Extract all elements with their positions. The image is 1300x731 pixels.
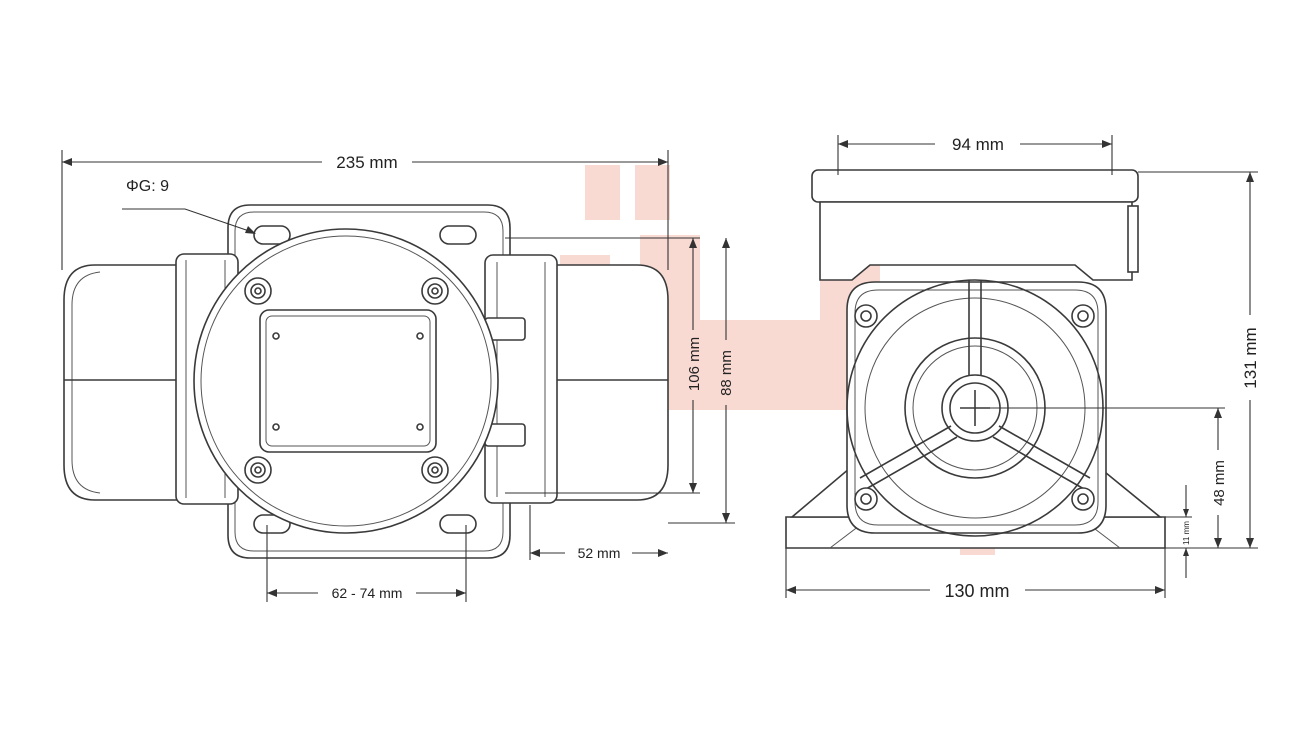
top-width-label: 94 mm [952, 135, 1004, 154]
terminal-box [259, 309, 437, 453]
flange-slot-top-left [253, 225, 291, 245]
shaft-height-label: 48 mm [1211, 460, 1228, 506]
bolt-top-left [244, 277, 272, 305]
left-end-cap [63, 264, 179, 501]
hole-spacing-label: 62 - 74 mm [332, 585, 403, 601]
top-terminal-box [811, 169, 1139, 203]
flange-height-label: 106 mm [686, 337, 703, 391]
flange-slot-bottom-right [439, 514, 477, 534]
dim-shaft-height: 48 mm [975, 407, 1228, 548]
bolt-bottom-right [421, 456, 449, 484]
flange-slot-bottom-left [253, 514, 291, 534]
side-view: 235 mm ΦG: 9 106 mm 88 mm [61, 150, 735, 602]
hole-diameter-label: ΦG: 9 [126, 178, 169, 195]
dim-end-length: 52 mm [529, 505, 668, 561]
foot-thickness-label: 11 mm [1182, 521, 1191, 545]
front-bolt-top-right [1071, 304, 1095, 328]
flange-slot-top-right [439, 225, 477, 245]
front-view: 94 mm 131 mm 48 mm 11 mm [785, 135, 1260, 601]
dim-body-height: 88 mm [668, 238, 735, 524]
dim-hole-spacing: 62 - 74 mm [266, 525, 467, 602]
dim-hole-diameter: ΦG: 9 [122, 178, 256, 234]
dim-foot-thickness: 11 mm [1165, 485, 1192, 578]
bolt-bottom-left [244, 456, 272, 484]
bolt-top-right [421, 277, 449, 305]
dim-flange-height: 106 mm [505, 237, 703, 494]
front-bolt-bottom-left [854, 487, 878, 511]
base-width-label: 130 mm [944, 581, 1009, 601]
front-bolt-bottom-right [1071, 487, 1095, 511]
right-end-cap [554, 264, 669, 501]
dim-overall-length: 235 mm [61, 150, 669, 270]
front-bolt-top-left [854, 304, 878, 328]
dim-base-width: 130 mm [785, 548, 1166, 601]
end-length-label: 52 mm [578, 545, 621, 561]
overall-length-label: 235 mm [336, 153, 397, 172]
body-height-label: 88 mm [718, 350, 735, 396]
dim-total-height: 131 mm [1138, 171, 1260, 549]
dim-top-width: 94 mm [837, 135, 1113, 175]
total-height-label: 131 mm [1241, 327, 1260, 388]
